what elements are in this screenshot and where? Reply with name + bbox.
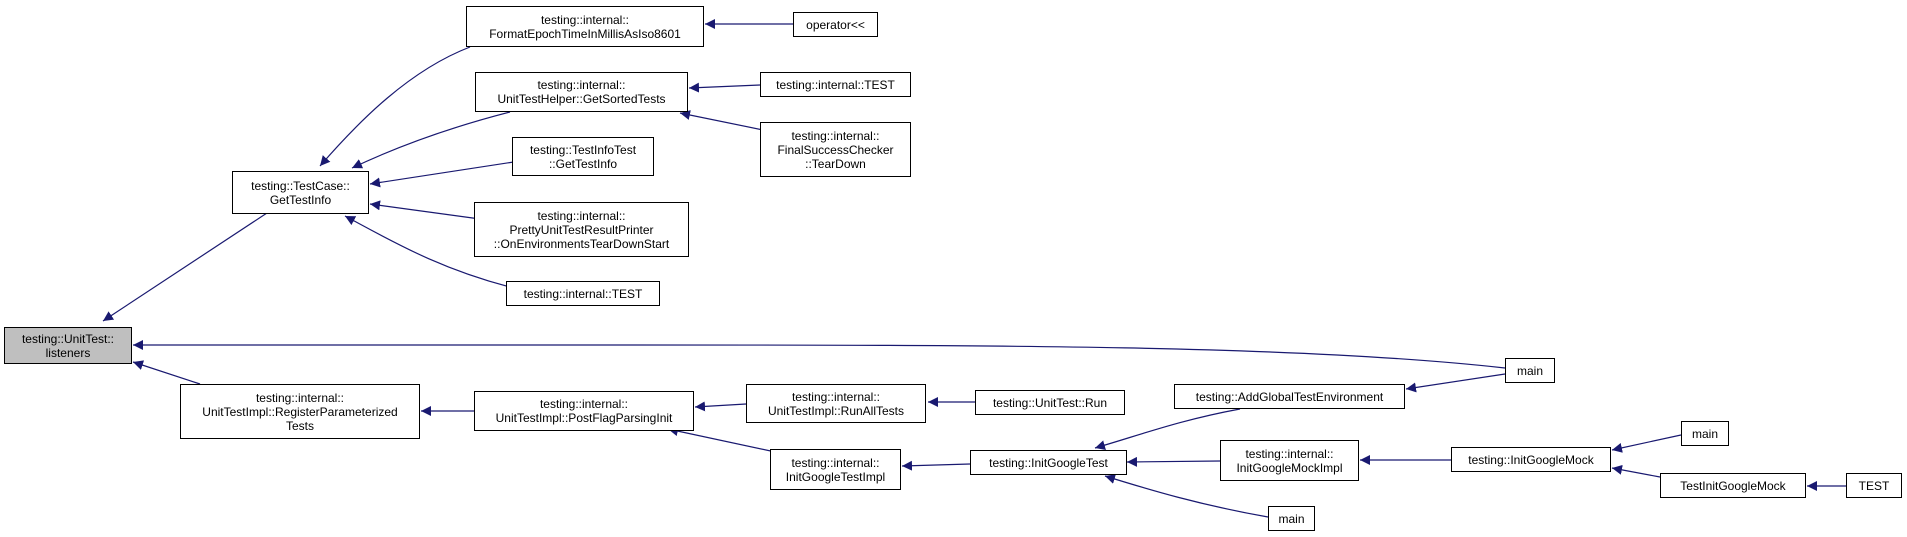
node-postflagparsinginit[interactable]: testing::internal:: UnitTestImpl::PostFl…	[474, 391, 694, 431]
node-operator-shift[interactable]: operator<<	[793, 12, 878, 37]
edge-initgtestimpl-to-postflag	[667, 426, 781, 454]
edge-initgoogletest-to-initgtestimpl	[901, 460, 971, 471]
node-registerparameterizedtests[interactable]: testing::internal:: UnitTestImpl::Regist…	[180, 384, 420, 439]
node-main-top[interactable]: main	[1505, 358, 1555, 383]
edge-mainmock-to-initgooglemock	[1611, 434, 1682, 453]
node-testinfotest-gettestinfo[interactable]: testing::TestInfoTest ::GetTestInfo	[512, 137, 654, 176]
edge-initgmockimpl-to-initgoogletest	[1126, 456, 1221, 467]
node-finalsuccesschecker-teardown[interactable]: testing::internal:: FinalSuccessChecker …	[760, 122, 911, 177]
edge-gettestinfo-to-listeners	[102, 210, 271, 322]
node-internal-test-1[interactable]: testing::internal::TEST	[506, 281, 660, 306]
node-initgoogletestimpl[interactable]: testing::internal:: InitGoogleTestImpl	[770, 449, 901, 490]
edge-finalchecker-to-getsorted	[679, 110, 774, 133]
edge-main-to-listeners	[133, 340, 1506, 369]
edges	[102, 19, 1846, 518]
node-test-final[interactable]: TEST	[1846, 473, 1902, 498]
edge-maintop-from-addglobal	[1405, 373, 1506, 393]
node-getsortedtests[interactable]: testing::internal:: UnitTestHelper::GetS…	[475, 72, 688, 112]
edge-getsorted-to-gettestinfo	[351, 111, 511, 169]
node-main-bottom[interactable]: main	[1268, 506, 1315, 531]
node-internal-test-2[interactable]: testing::internal::TEST	[760, 72, 911, 97]
edge-mainbottom-to-initgoogletest	[1104, 474, 1269, 518]
edge-internaltest1-to-gettestinfo	[344, 215, 519, 290]
node-testcase-gettestinfo[interactable]: testing::TestCase:: GetTestInfo	[232, 171, 369, 214]
edge-registerparam-to-listeners	[132, 360, 201, 385]
edge-testinfotest-to-gettestinfo	[369, 160, 521, 188]
node-initgoogletest[interactable]: testing::InitGoogleTest	[970, 450, 1127, 475]
node-testinitgooglemock[interactable]: TestInitGoogleMock	[1660, 473, 1806, 498]
edge-formatepoch-to-gettestinfo	[319, 46, 471, 167]
node-initgooglemock[interactable]: testing::InitGoogleMock	[1451, 447, 1611, 472]
node-formatepochtime[interactable]: testing::internal:: FormatEpochTimeInMil…	[466, 6, 704, 47]
edge-testinitgmock-to-initgooglemock	[1611, 464, 1661, 478]
edge-prettyprinter-to-gettestinfo	[369, 200, 481, 220]
node-main-mock[interactable]: main	[1681, 421, 1729, 446]
node-initgooglemockimpl[interactable]: testing::internal:: InitGoogleMockImpl	[1220, 440, 1359, 481]
node-runalltests[interactable]: testing::internal:: UnitTestImpl::RunAll…	[746, 384, 926, 423]
edge-internaltest2-to-getsorted	[688, 82, 761, 93]
edge-runalltests-to-postflag	[694, 401, 747, 412]
edge-addglobal-to-initgoogletest	[1094, 408, 1241, 451]
node-unittest-listeners: testing::UnitTest:: listeners	[4, 327, 132, 364]
node-unittest-run[interactable]: testing::UnitTest::Run	[975, 390, 1125, 415]
node-addglobaltestenvironment[interactable]: testing::AddGlobalTestEnvironment	[1174, 384, 1405, 409]
node-prettyresultprinter[interactable]: testing::internal:: PrettyUnitTestResult…	[474, 202, 689, 257]
